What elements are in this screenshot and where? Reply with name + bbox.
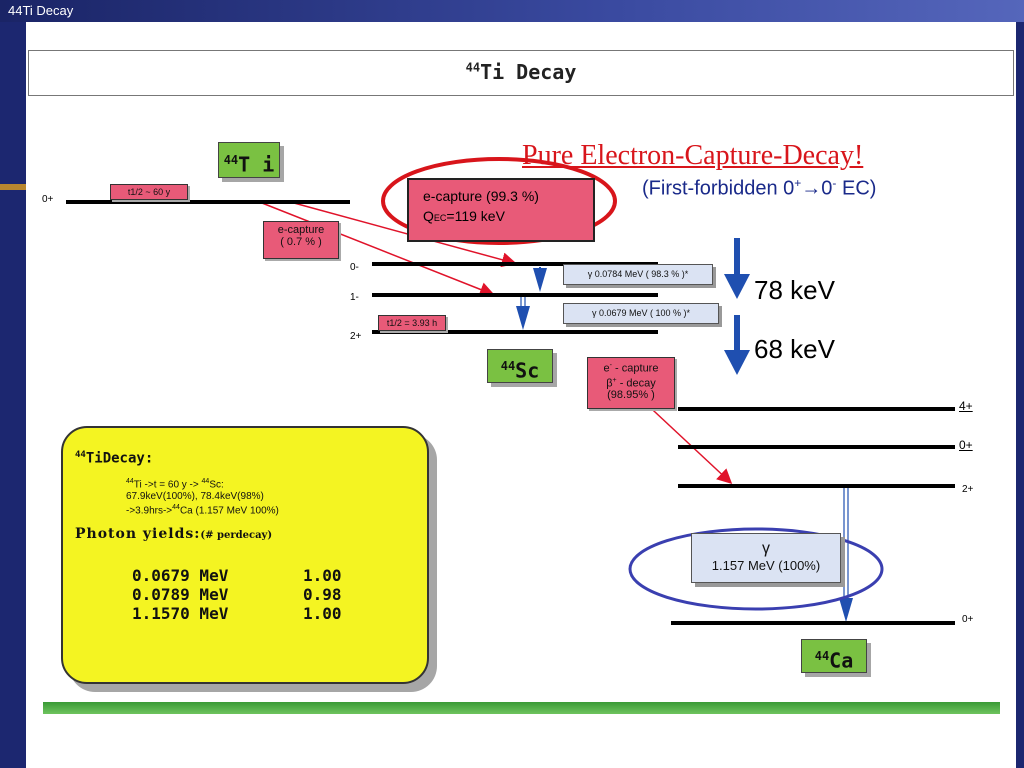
ec-highlight-oval (381, 157, 617, 245)
headline: Pure Electron-Capture-Decay! (522, 140, 864, 171)
ec-small-label: e-capture( 0.7 % ) (263, 221, 339, 259)
level-label-ca-0b: 0+ (962, 614, 974, 625)
level-label-ti-ground: 0+ (42, 194, 54, 205)
level-sc-2 (372, 330, 658, 334)
ti-halflife-label: t1/2 ~ 60 y (110, 184, 188, 200)
ec-arrow-to-ca-2 (639, 397, 733, 485)
level-ca-0b (671, 621, 955, 625)
level-label-ca-0a: 0+ (959, 438, 973, 452)
window-title: 44Ti Decay (8, 3, 74, 18)
photon-yields-heading: Photon yields:(# perdecay) (75, 526, 273, 542)
gamma-arrowhead-0679 (516, 306, 530, 330)
first-forbidden-note: (First-forbidden 0+→0- EC) (642, 176, 877, 200)
page-title: 44Ti Decay (465, 60, 577, 84)
yield-energy: 0.0679 MeV (132, 566, 229, 585)
yield-value: 0.98 (303, 585, 342, 604)
level-ca-0a (678, 445, 955, 449)
gamma-arrowhead-0784 (533, 268, 547, 292)
decay-arrows-layer (261, 157, 884, 622)
level-ca-2 (678, 484, 955, 488)
title-box: 44Ti Decay (28, 50, 1014, 96)
nuclide-sc44: 44Sc (487, 349, 553, 383)
ec-main-box: e-capture (99.3 %) QEC=119 keV (407, 178, 595, 242)
level-label-sc-0: 0- (350, 262, 359, 273)
gamma-arrowhead-1157 (839, 598, 853, 622)
sc-halflife-label: t1/2 = 3.93 h (378, 315, 446, 331)
nuclide-ti44: 44T i (218, 142, 280, 178)
level-label-ca-2: 2+ (962, 484, 974, 495)
info-box: 44TiDecay: 44Ti ->t = 60 y -> 44Sc: 67.9… (61, 426, 429, 684)
yield-energy: 1.1570 MeV (132, 604, 229, 623)
gamma-label-0679: γ 0.0679 MeV ( 100 % )* (563, 303, 719, 324)
yield-value: 1.00 (303, 566, 342, 585)
edge-marker (0, 184, 26, 190)
level-sc-1 (372, 293, 658, 297)
info-line-2: 67.9keV(100%), 78.4keV(98%) (126, 491, 264, 502)
nuclide-ca44: 44Ca (801, 639, 867, 673)
info-line-1: 44Ti ->t = 60 y -> 44Sc: (126, 478, 224, 491)
level-sc-0 (372, 262, 658, 266)
footer-green-bar (43, 702, 1000, 714)
gamma-highlight-oval (628, 527, 884, 611)
sc-decay-label: e- - capture β+ - decay (98.95% ) (587, 357, 675, 409)
info-line-3: ->3.9hrs->44Ca (1.157 MeV 100%) (126, 504, 279, 517)
ec-main-q-value: QEC=119 keV (423, 208, 505, 224)
level-label-ca-4: 4+ (959, 399, 973, 413)
gamma-label-0784: γ 0.0784 MeV ( 98.3 % )* (563, 264, 713, 285)
ec-main-line1: e-capture (99.3 %) (423, 188, 539, 204)
yield-value: 1.00 (303, 604, 342, 623)
level-label-sc-2: 2+ (350, 331, 362, 342)
big-arrow-78-head (724, 274, 750, 299)
energy-label-68: 68 keV (754, 334, 835, 364)
slide: 44Ti Decay 44T i 44Sc 44Ca 0+ 0- 1- (26, 22, 1016, 768)
gamma-symbol: γ (762, 540, 770, 557)
gamma-label-1157: γ 1.157 MeV (100%) (691, 533, 841, 583)
info-box-title: 44TiDecay: (75, 450, 154, 467)
ec-arrow-to-sc-1 (261, 202, 495, 297)
ec-arrow-to-sc-0 (293, 202, 517, 268)
yield-energy: 0.0789 MeV (132, 585, 229, 604)
energy-label-78: 78 keV (754, 275, 835, 305)
window-title-bar: 44Ti Decay (0, 0, 1024, 22)
big-arrow-68-head (724, 350, 750, 375)
level-ti-ground (66, 200, 350, 204)
level-ca-4 (678, 407, 955, 411)
gamma-energy: 1.157 MeV (100%) (711, 558, 821, 573)
level-label-sc-1: 1- (350, 292, 359, 303)
